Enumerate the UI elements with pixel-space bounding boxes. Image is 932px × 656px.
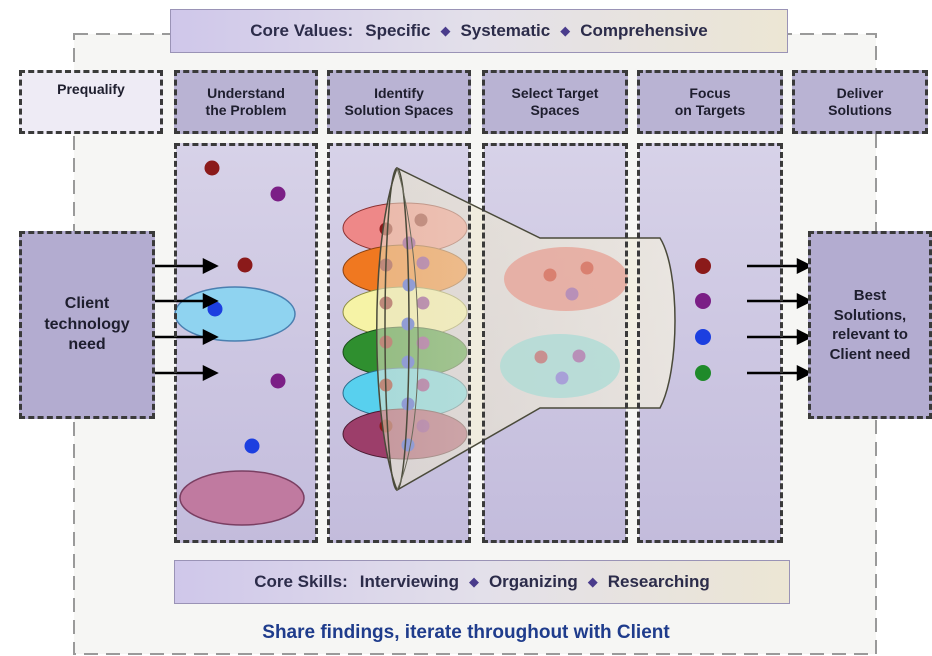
dot — [695, 365, 711, 381]
core-skill: Organizing — [488, 572, 578, 591]
core-values-banner: Core Values: Specific ◆ Systematic ◆ Com… — [170, 9, 788, 53]
dot — [543, 268, 557, 282]
column-border-identify — [327, 143, 471, 543]
dot — [534, 350, 548, 364]
diamond-icon: ◆ — [468, 574, 479, 589]
dot — [695, 293, 711, 309]
diamond-icon: ◆ — [587, 574, 598, 589]
target-space-ellipse — [504, 247, 628, 311]
stage-understand: Understand the Problem — [174, 70, 318, 134]
funnel-mouth-shade — [396, 167, 419, 491]
dot — [695, 258, 711, 274]
core-values-label: Core Values: — [250, 21, 354, 40]
core-value: Comprehensive — [580, 21, 708, 40]
diamond-icon: ◆ — [440, 23, 451, 38]
core-skills-banner: Core Skills: Interviewing ◆ Organizing ◆… — [174, 560, 790, 604]
column-border-select — [482, 143, 628, 543]
footer-caption: Share findings, iterate throughout with … — [262, 622, 670, 643]
stage-prequalify: Prequalify — [19, 70, 163, 134]
stage-identify: Identify Solution Spaces — [327, 70, 471, 134]
stage-focus: Focus on Targets — [637, 70, 783, 134]
core-skill: Interviewing — [359, 572, 459, 591]
diamond-icon: ◆ — [560, 23, 571, 38]
dot — [270, 186, 286, 202]
core-skill: Researching — [607, 572, 710, 591]
input-arrows — [153, 257, 219, 382]
dot — [555, 371, 569, 385]
client-need-box: Client technology need — [19, 231, 155, 419]
column-border-focus — [637, 143, 783, 543]
stage-select: Select Target Spaces — [482, 70, 628, 134]
dot — [207, 301, 223, 317]
column-border-understand — [174, 143, 318, 543]
understand-pink-ellipse — [179, 470, 305, 526]
target-space-ellipse — [500, 334, 620, 398]
dot — [204, 160, 220, 176]
core-value: Systematic — [460, 21, 551, 40]
stage-deliver: Deliver Solutions — [792, 70, 928, 134]
dot — [565, 287, 579, 301]
best-solutions-box: Best Solutions, relevant to Client need — [808, 231, 932, 419]
dot — [270, 373, 286, 389]
dot — [695, 329, 711, 345]
dot — [244, 438, 260, 454]
output-arrows — [747, 257, 813, 382]
core-value: Specific — [365, 21, 431, 40]
dot — [572, 349, 586, 363]
core-skills-label: Core Skills: — [254, 572, 348, 591]
dot — [580, 261, 594, 275]
dot — [237, 257, 253, 273]
